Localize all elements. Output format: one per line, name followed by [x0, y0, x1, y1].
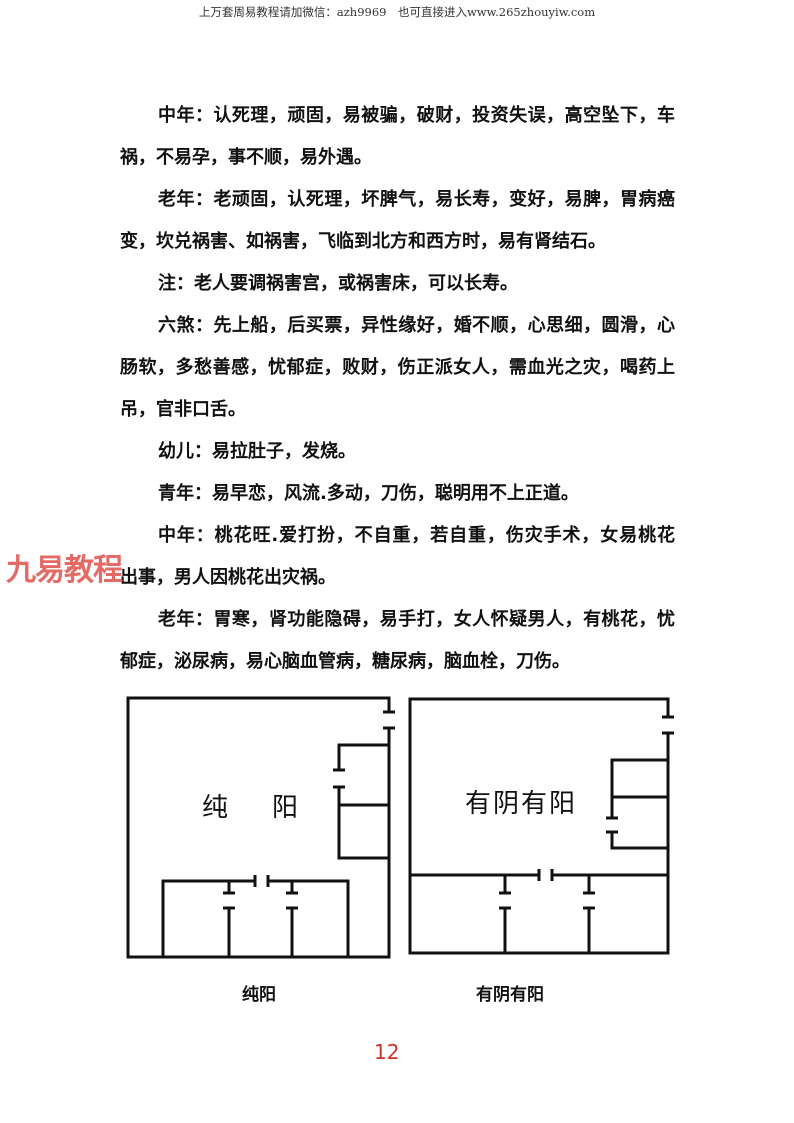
page-header: 上万套周易教程请加微信：azh9969 也可直接进入www.265zhouyiw… [198, 5, 596, 19]
diagram-caption: 纯阳 [242, 985, 276, 1005]
paragraph-line: 老年：老顽固，认死理，坏脾气，易长寿，变好，易脾，胃病癌 [158, 189, 675, 210]
page-number: 12 [374, 1040, 400, 1064]
diagram-caption: 有阴有阳 [476, 985, 544, 1005]
diagram-label: 纯 [202, 793, 229, 823]
paragraph-line: 六煞：先上船，后买票，异性缘好，婚不顺，心思细，圆滑，心 [158, 315, 675, 336]
body-text: 中年：认死理，顽固，易被骗，破财，投资失误，高空坠下，车祸，不易孕，事不顺，易外… [120, 100, 675, 688]
paragraph-line: 变，坎兑祸害、如祸害，飞临到北方和西方时，易有肾结石。 [120, 231, 606, 252]
paragraph-line: 肠软，多愁善感，忧郁症，败财，伤正派女人，需血光之灾，喝药上 [120, 357, 675, 378]
diagram-label: 有阴有阳 [465, 789, 578, 819]
paragraph-line: 中年：桃花旺.爱打扮，不自重，若自重，伤灾手术，女易桃花 [158, 525, 675, 546]
paragraph-line: 中年：认死理，顽固，易被骗，破财，投资失误，高空坠下，车 [158, 105, 675, 126]
watermark: 九易教程 [6, 553, 123, 588]
paragraph-line: 幼儿：易拉肚子，发烧。 [158, 441, 356, 462]
diagram-yin-yang [408, 697, 674, 955]
paragraph-line: 注：老人要调祸害宫，或祸害床，可以长寿。 [158, 273, 518, 294]
diagram-pure-yang [126, 696, 395, 959]
diagram-label: 阳 [272, 793, 299, 823]
paragraph-line: 青年：易早恋，风流.多动，刀伤，聪明用不上正道。 [158, 483, 579, 504]
paragraph-line: 郁症，泌尿病，易心脑血管病，糖尿病，脑血栓，刀伤。 [120, 651, 570, 672]
paragraph-line: 吊，官非口舌。 [120, 399, 246, 420]
paragraph-line: 老年：胃寒，肾功能隐碍，易手打，女人怀疑男人，有桃花，忧 [158, 609, 675, 630]
paragraph-line: 出事，男人因桃花出灾祸。 [120, 567, 336, 588]
paragraph-line: 祸，不易孕，事不顺，易外遇。 [120, 147, 372, 168]
